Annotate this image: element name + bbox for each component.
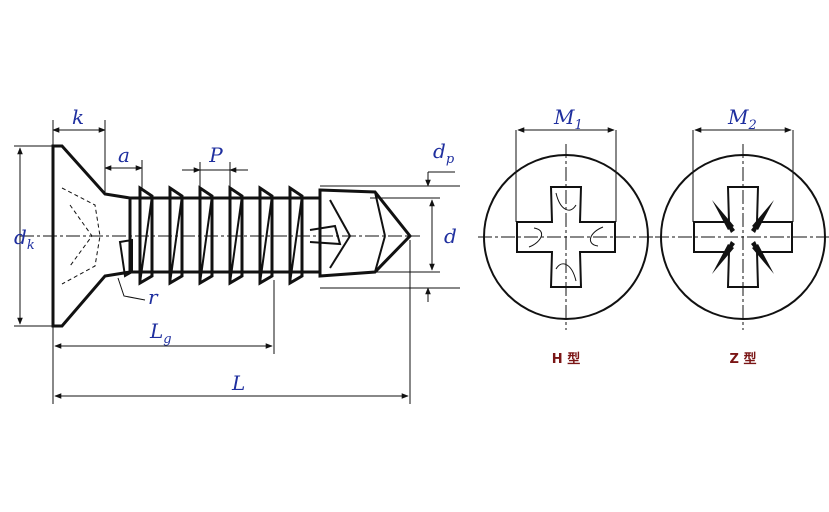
dimension-dk: dk — [14, 145, 53, 327]
dimension-lg: Lg — [54, 280, 275, 354]
dimension-d: d — [370, 197, 457, 273]
label-lg: Lg — [149, 319, 172, 347]
label-dk: dk — [14, 225, 35, 253]
label-d: d — [444, 224, 457, 248]
dimension-dp: dp — [320, 139, 460, 302]
label-l: L — [231, 371, 245, 395]
label-dp: dp — [433, 139, 455, 167]
z-type-head-view: M2 Z 型 — [655, 105, 829, 367]
dimension-k: k — [52, 105, 106, 194]
caption-h-type: H 型 — [552, 351, 580, 367]
dimension-p: P — [182, 143, 248, 188]
dimension-l: L — [52, 240, 411, 404]
label-m1: M1 — [553, 105, 583, 133]
label-r: r — [148, 285, 159, 309]
h-type-head-view: M1 H 型 — [478, 105, 654, 367]
dimension-r: r — [117, 277, 159, 309]
z-type-radial-ribs — [712, 200, 774, 274]
label-a: a — [118, 143, 130, 167]
thread-crests — [138, 185, 304, 286]
label-k: k — [72, 105, 84, 129]
caption-z-type: Z 型 — [730, 351, 757, 367]
screw-side-view — [20, 144, 420, 328]
label-m2: M2 — [727, 105, 757, 133]
dimension-a: a — [104, 143, 143, 188]
label-p: P — [208, 143, 223, 167]
